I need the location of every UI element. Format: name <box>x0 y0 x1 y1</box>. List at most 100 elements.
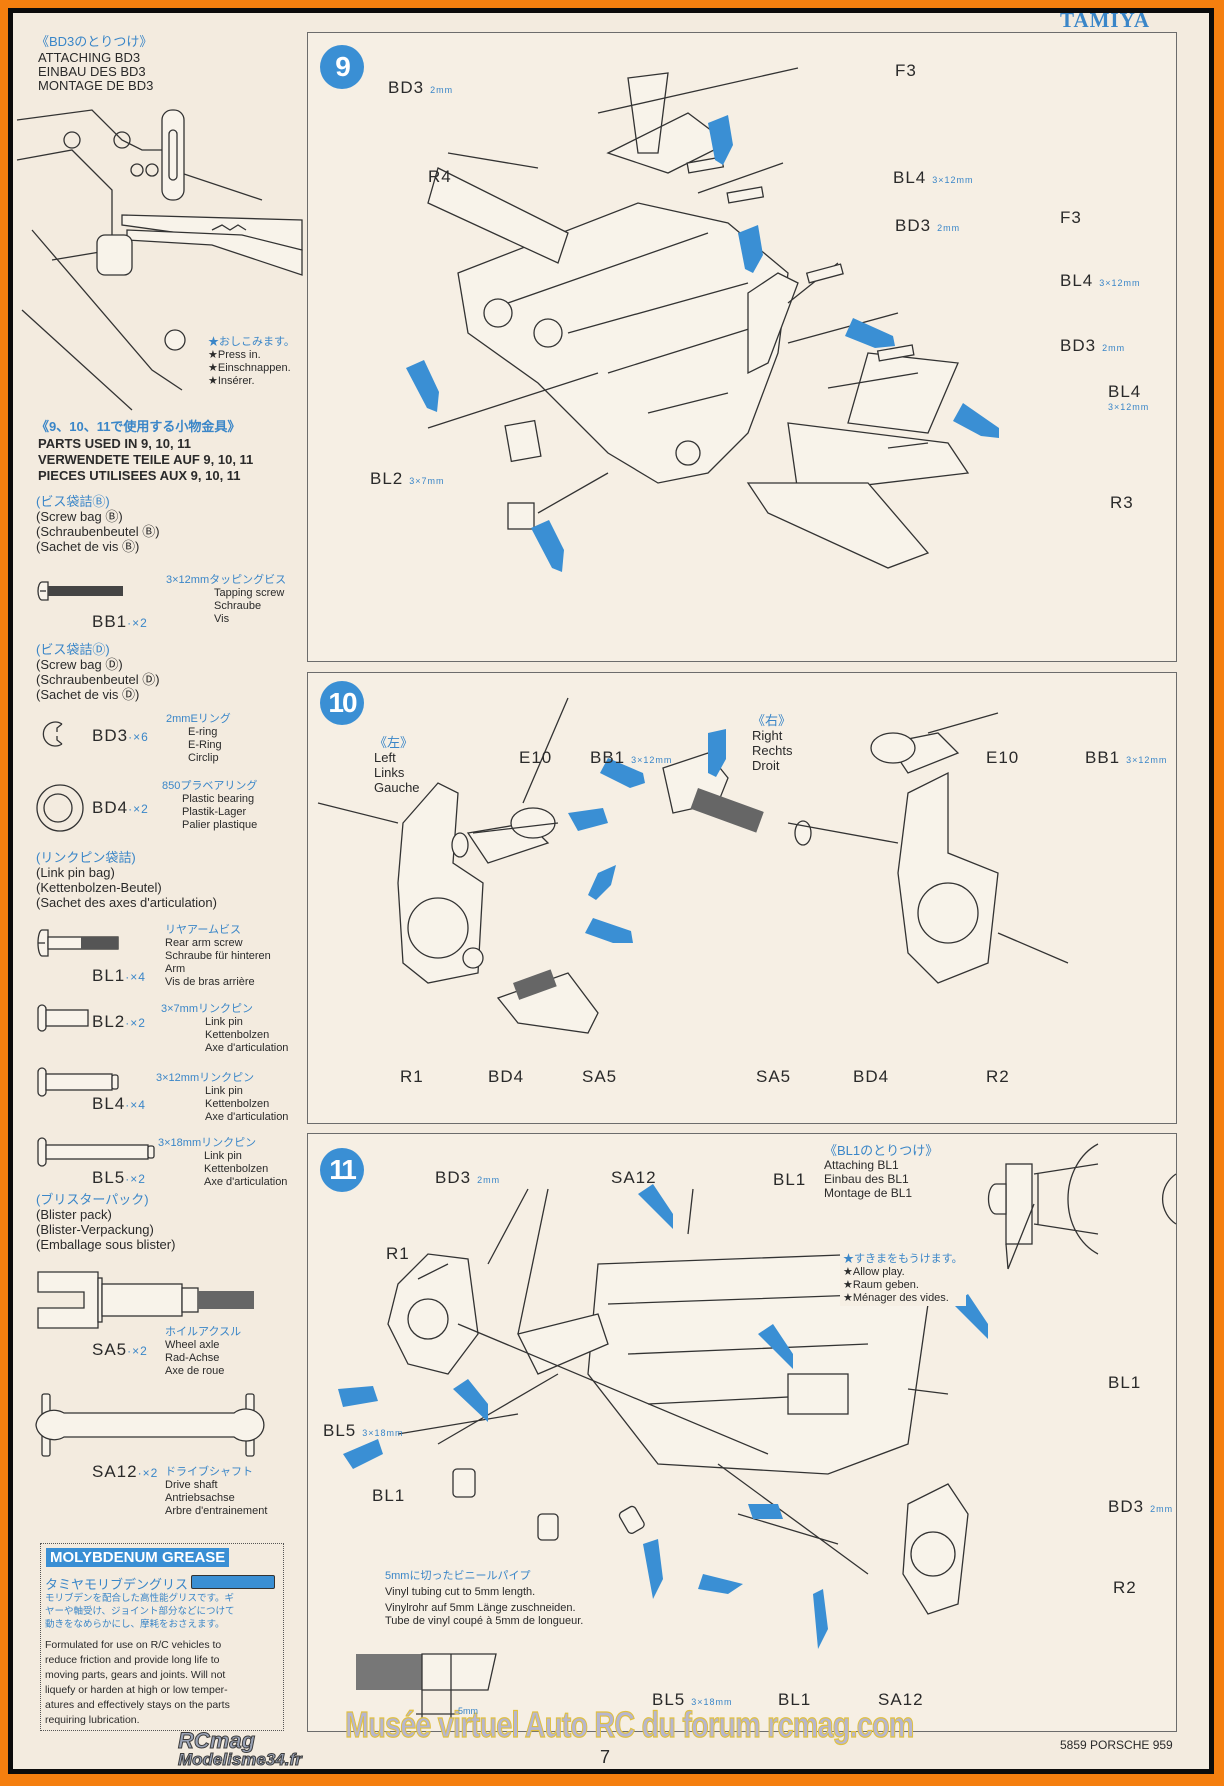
part-desc-bl5: 3×18mmリンクピン Link pin Kettenbolzen Axe d'… <box>158 1137 287 1189</box>
callout-bd4: BD4 <box>853 1067 890 1086</box>
bag-line: (Blister pack) <box>36 1207 112 1222</box>
molybdenum-grease-box: MOLYBDENUM GREASE タミヤモリブデングリス モリブデンを配合した… <box>40 1543 284 1731</box>
link-pin-3x18-icon <box>37 1137 155 1167</box>
part-code: BB1 <box>92 612 128 631</box>
part-desc: Arbre d'entrainement <box>165 1505 268 1517</box>
link-pin-bag: (リンクピン袋詰) (Link pin bag) (Kettenbolzen-B… <box>36 850 217 910</box>
part-code: BD4 <box>92 798 129 817</box>
part-code-bl2: BL2·×2 <box>92 1012 146 1032</box>
part-jp: ホイルアクスル <box>165 1326 242 1338</box>
note-de: ★Raum geben. <box>843 1279 919 1291</box>
part-qty: ·×2 <box>127 1344 148 1358</box>
part-qty: ·×6 <box>128 730 149 744</box>
callout-size: 3×12mm <box>631 755 673 765</box>
callout-e10: E10 <box>986 748 1020 767</box>
vinyl-tubing-diagram <box>356 1653 497 1718</box>
e-ring-icon <box>42 721 63 747</box>
part-desc: E-Ring <box>188 739 222 751</box>
part-desc: Wheel axle <box>165 1339 220 1351</box>
callout-text: BD3 <box>435 1168 472 1187</box>
note-en: ★Press in. <box>208 349 261 361</box>
grease-en-line: atures and effectively stays on the part… <box>45 1699 230 1711</box>
bag-line: (Link pin bag) <box>36 865 115 880</box>
note-fr: ★Ménager des vides. <box>843 1292 949 1304</box>
callout-r1: R1 <box>400 1067 424 1086</box>
callout-r4: R4 <box>428 167 452 186</box>
part-qty: ·×2 <box>128 802 149 816</box>
watermark-text: Musée virtuel Auto RC du forum rcmag.com <box>345 1704 915 1745</box>
callout-size: 2mm <box>477 1175 501 1185</box>
callout-r1: R1 <box>386 1244 410 1263</box>
part-code-bd4: BD4·×2 <box>92 798 149 818</box>
bag-title-jp: (ビス袋詰Ⓑ) <box>36 494 110 509</box>
side-jp: 《右》 <box>752 713 792 728</box>
note-de: ★Einschnappen. <box>208 362 291 374</box>
part-jp: 3×12mmリンクピン <box>156 1072 255 1084</box>
callout-size: 3×18mm <box>691 1697 733 1707</box>
grease-jp-line: 動きをなめらかにし、摩耗をおさえます。 <box>45 1619 225 1630</box>
right-side-label: 《右》 Right Rechts Droit <box>752 713 792 773</box>
vinyl-line: Vinylrohr auf 5mm Länge zuschneiden. <box>385 1602 576 1614</box>
part-code: BL5 <box>92 1168 126 1187</box>
callout-size: 3×7mm <box>409 476 445 486</box>
grease-tube-icon <box>191 1575 275 1589</box>
part-desc: Schraube <box>214 600 262 612</box>
parts-used-title-jp: 《9、10、11で使用する小物金具》 <box>36 419 241 434</box>
vinyl-dimension: 5mm <box>458 1706 478 1716</box>
grease-logo: MOLYBDENUM GREASE <box>46 1548 230 1567</box>
callout-f3: F3 <box>895 61 917 80</box>
part-desc: Link pin <box>204 1150 242 1162</box>
callout-r2: R2 <box>1113 1578 1137 1597</box>
callout-size: 3×12mm <box>932 175 974 185</box>
callout-text: BL4 <box>1108 382 1142 401</box>
callout-text: BL5 <box>323 1421 357 1440</box>
callout-text: BL2 <box>370 469 404 488</box>
part-qty: ·×2 <box>125 1172 146 1186</box>
callout-e10: E10 <box>519 748 553 767</box>
part-desc: Plastic bearing <box>182 793 255 805</box>
part-jp: リヤアームビス <box>165 924 242 936</box>
callout-size: 2mm <box>1102 343 1126 353</box>
bag-line: (Schraubenbeutel Ⓓ) <box>36 672 160 687</box>
part-jp: 3×12mmタッピングビス <box>166 574 287 586</box>
allow-play-note: ★すきまをもうけます。 ★Allow play. ★Raum geben. ★M… <box>840 1252 966 1306</box>
callout-size: 3×12mm <box>1126 755 1168 765</box>
page-number: 7 <box>600 1747 611 1767</box>
blister-pack: (ブリスターパック) (Blister pack) (Blister-Verpa… <box>36 1192 175 1252</box>
step-11-panel: 11 《BL1のとりつけ》 Attaching BL1 Einbau des B… <box>307 1133 1177 1732</box>
callout-bl1: BL1 <box>778 1690 812 1709</box>
side-line: Left <box>374 750 396 765</box>
link-pin-3x12-icon <box>37 1067 119 1097</box>
grease-en-line: moving parts, gears and joints. Will not <box>45 1669 226 1681</box>
parts-used-line: PARTS USED IN 9, 10, 11 <box>38 436 191 451</box>
grease-en-line: Formulated for use on R/C vehicles to <box>45 1639 222 1651</box>
callout-bd4: BD4 <box>488 1067 525 1086</box>
callout-r3: R3 <box>1110 493 1134 512</box>
bag-title-jp: (ブリスターパック) <box>36 1192 149 1207</box>
bag-line: (Sachet des axes d'articulation) <box>36 895 217 910</box>
part-desc-sa12: ドライブシャフト Drive shaft Antriebsachse Arbre… <box>165 1466 267 1518</box>
part-desc: Axe d'articulation <box>204 1176 288 1188</box>
callout-size: 2mm <box>1150 1504 1174 1514</box>
part-desc: Kettenbolzen <box>205 1098 270 1110</box>
part-code-sa5: SA5·×2 <box>92 1340 148 1360</box>
callout-text: BB1 <box>590 748 626 767</box>
bag-line: (Blister-Verpackung) <box>36 1222 154 1237</box>
callout-size: 3×18mm <box>362 1428 404 1438</box>
part-code-bb1: BB1·×2 <box>92 612 148 632</box>
callout-text: BB1 <box>1085 748 1121 767</box>
bl1-detail-illustration <box>987 1143 1177 1270</box>
part-desc: Link pin <box>205 1085 243 1097</box>
part-desc-bd3: 2mmEリング E-ring E-Ring Circlip <box>166 713 231 765</box>
callout-bd3: BD3 2mm <box>435 1168 500 1188</box>
part-desc-bl1: リヤアームビス Rear arm screw Schraube für hint… <box>165 924 271 989</box>
callout-text: BD3 <box>1060 336 1097 355</box>
callout-text: BL4 <box>893 168 927 187</box>
callout-size: 2mm <box>937 223 961 233</box>
attach-bl1-block: 《BL1のとりつけ》 Attaching BL1 Einbau des BL1 … <box>824 1144 938 1201</box>
part-code: SA12 <box>92 1462 138 1481</box>
part-code-bl5: BL5·×2 <box>92 1168 146 1188</box>
vinyl-jp: 5mmに切ったビニールパイプ <box>385 1570 531 1582</box>
